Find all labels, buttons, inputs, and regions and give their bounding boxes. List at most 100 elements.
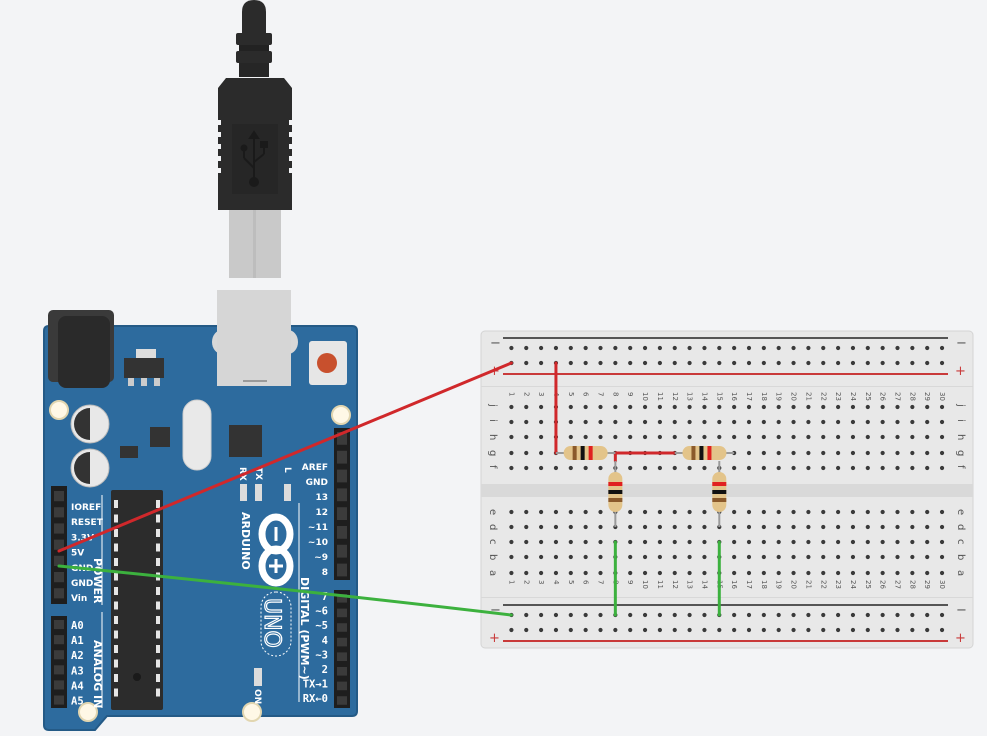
rail-hole[interactable] [732,360,737,366]
breadboard-hole[interactable] [553,465,559,471]
breadboard-hole[interactable] [524,404,529,410]
breadboard-hole[interactable] [925,570,930,576]
header-socket[interactable] [337,507,347,520]
rail-hole[interactable] [776,612,781,618]
breadboard-hole[interactable] [836,465,841,471]
breadboard-hole[interactable] [598,465,603,471]
breadboard-hole[interactable] [568,509,573,515]
breadboard-hole[interactable] [642,524,648,530]
rail-hole[interactable] [717,360,722,366]
breadboard-hole[interactable] [539,539,544,545]
rail-hole[interactable] [613,360,618,366]
breadboard-hole[interactable] [910,404,915,410]
breadboard-hole[interactable] [628,404,633,410]
rail-hole[interactable] [895,360,900,366]
rail-hole[interactable] [865,612,870,618]
breadboard-hole[interactable] [672,434,677,440]
rail-hole[interactable] [539,612,544,618]
breadboard-hole[interactable] [598,434,603,440]
rail-hole[interactable] [628,360,633,366]
breadboard-hole[interactable] [702,419,707,425]
rail-hole[interactable] [732,345,737,351]
breadboard-hole[interactable] [821,509,826,515]
breadboard-hole[interactable] [746,509,752,515]
arduino-uno-board[interactable]: RX TX L ON ARDUINO UNO POWER ANALOG IN D… [43,290,358,731]
breadboard-hole[interactable] [850,554,856,560]
breadboard-hole[interactable] [761,554,766,560]
breadboard-hole[interactable] [850,450,856,456]
breadboard-hole[interactable] [642,434,648,440]
rail-hole[interactable] [642,627,648,633]
rail-hole[interactable] [687,612,692,618]
breadboard-hole[interactable] [939,404,945,410]
rail-hole[interactable] [791,627,796,633]
breadboard-hole[interactable] [702,524,707,530]
breadboard-hole[interactable] [746,404,752,410]
breadboard-hole[interactable] [687,404,692,410]
arduino-wires[interactable] [57,361,513,617]
breadboard-hole[interactable] [925,450,930,456]
rail-hole[interactable] [672,612,677,618]
breadboard-hole[interactable] [850,539,856,545]
breadboard-hole[interactable] [850,570,856,576]
breadboard-hole[interactable] [628,570,633,576]
breadboard-hole[interactable] [910,570,915,576]
rail-hole[interactable] [939,612,945,618]
rail-hole[interactable] [524,627,529,633]
breadboard-hole[interactable] [613,404,618,410]
rail-hole[interactable] [613,345,618,351]
breadboard-hole[interactable] [539,404,544,410]
rail-hole[interactable] [553,612,559,618]
breadboard-hole[interactable] [821,404,826,410]
breadboard-hole[interactable] [687,524,692,530]
breadboard-hole[interactable] [895,570,900,576]
header-socket[interactable] [337,432,347,445]
rail-hole[interactable] [836,360,841,366]
header-socket[interactable] [54,491,64,502]
rail-hole[interactable] [925,627,930,633]
breadboard-hole[interactable] [746,554,752,560]
breadboard-hole[interactable] [821,524,826,530]
breadboard-hole[interactable] [628,434,633,440]
breadboard-hole[interactable] [821,554,826,560]
breadboard-hole[interactable] [925,465,930,471]
rail-hole[interactable] [836,345,841,351]
breadboard-hole[interactable] [702,465,707,471]
header-socket[interactable] [337,667,347,676]
breadboard-hole[interactable] [880,434,885,440]
breadboard-hole[interactable] [583,539,588,545]
rail-hole[interactable] [746,627,752,633]
breadboard-hole[interactable] [524,524,529,530]
breadboard-hole[interactable] [925,524,930,530]
breadboard-hole[interactable] [761,450,766,456]
breadboard-hole[interactable] [687,465,692,471]
breadboard-hole[interactable] [791,434,796,440]
breadboard-hole[interactable] [642,539,648,545]
breadboard-hole[interactable] [509,404,514,410]
breadboard-hole[interactable] [642,419,648,425]
breadboard-hole[interactable] [539,509,544,515]
rail-hole[interactable] [821,627,826,633]
rail-hole[interactable] [672,360,677,366]
breadboard-hole[interactable] [836,570,841,576]
breadboard-hole[interactable] [776,539,781,545]
header-socket[interactable] [54,680,64,690]
rail-hole[interactable] [568,627,573,633]
breadboard-hole[interactable] [836,404,841,410]
header-socket[interactable] [337,637,347,647]
rail-hole[interactable] [524,360,529,366]
header-socket[interactable] [54,507,64,518]
breadboard-hole[interactable] [672,554,677,560]
breadboard-hole[interactable] [910,524,915,530]
breadboard-hole[interactable] [746,465,752,471]
breadboard-hole[interactable] [895,509,900,515]
breadboard-hole[interactable] [806,509,811,515]
breadboard-hole[interactable] [939,465,945,471]
breadboard-hole[interactable] [746,434,752,440]
rail-hole[interactable] [539,360,544,366]
rail-hole[interactable] [687,345,692,351]
header-socket[interactable] [54,620,64,630]
breadboard-hole[interactable] [732,465,737,471]
breadboard-hole[interactable] [642,509,648,515]
